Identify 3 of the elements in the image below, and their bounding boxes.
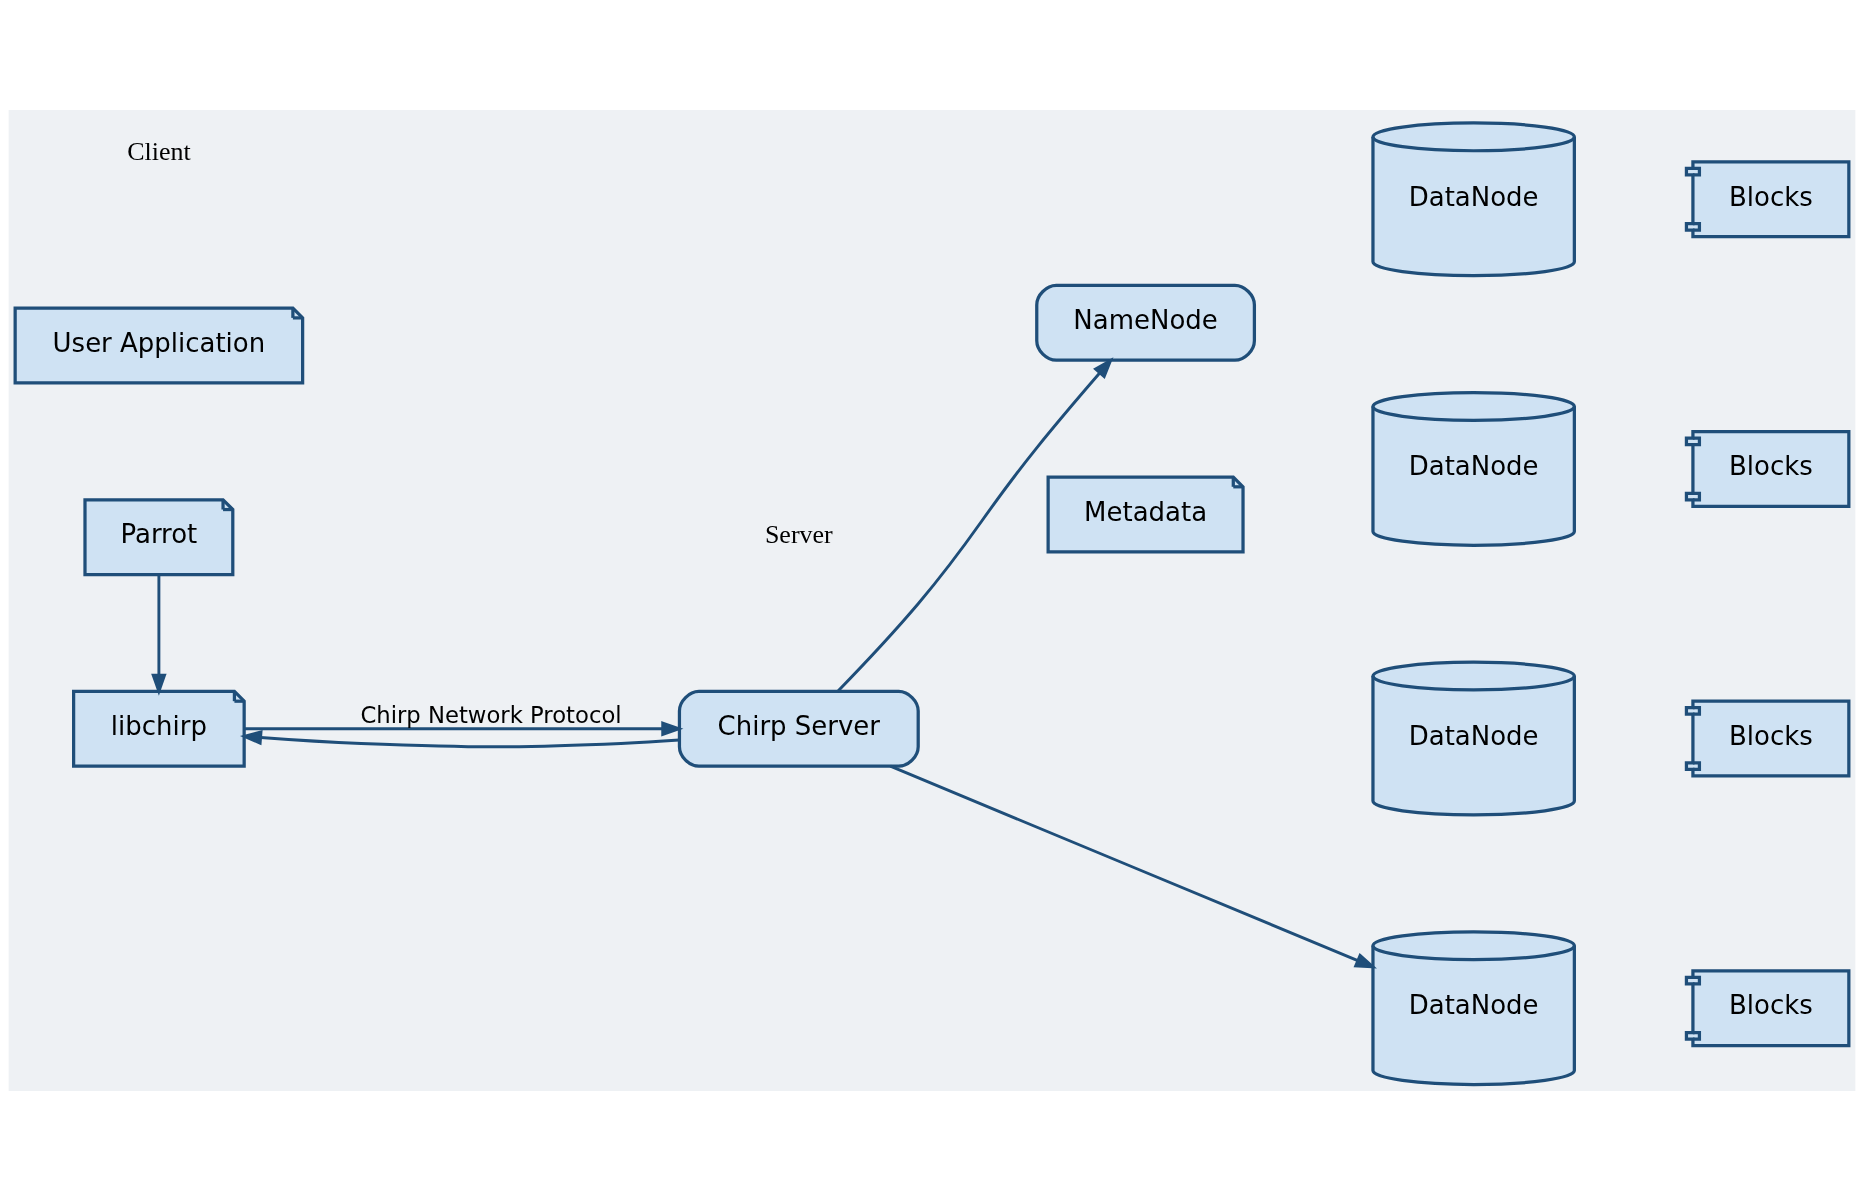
label: Client (127, 136, 191, 166)
label: Server (764, 519, 833, 549)
edge-label: Chirp Network Protocol (360, 701, 622, 728)
